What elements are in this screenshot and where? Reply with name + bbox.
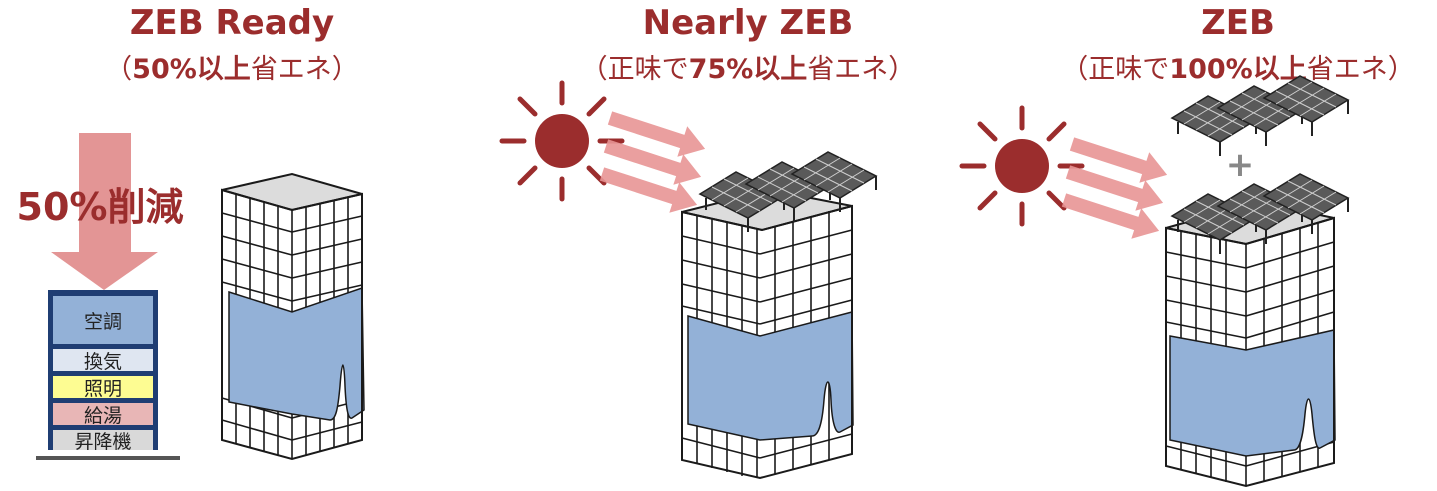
panel-subtitle: （正味で75%以上省エネ） [581,54,916,85]
stack-elevator: 昇降機 [74,431,131,453]
panel-nearly-zeb: Nearly ZEB （正味で75%以上省エネ） [502,3,916,480]
solar-panel-icon [1171,173,1349,255]
panel-zeb-ready: ZEB Ready （50%以上省エネ） 50%削減 空調 換気 照明 給湯 昇… [17,3,365,461]
panel-subtitle: （50%以上省エネ） [105,54,359,85]
panel-title: Nearly ZEB [643,3,854,43]
panel-zeb: ZEB （正味で100%以上省エネ） + [962,3,1415,488]
panel-title: ZEB [1201,3,1275,43]
plus-sign: + [1226,145,1255,185]
solar-panel-icon [1171,75,1349,157]
reduction-arrow-icon [51,133,158,290]
office-building-icon [681,188,854,480]
stack-hot-water: 給湯 [84,405,122,427]
sun-rays [597,102,711,221]
stack-lighting: 照明 [84,378,122,400]
stack-ventilation: 換気 [84,351,122,373]
panel-subtitle: （正味で100%以上省エネ） [1061,54,1414,85]
stack-aircon: 空調 [84,311,122,333]
sun-rays [1059,128,1173,247]
office-building-icon [221,172,365,461]
reduction-label: 50%削減 [17,185,184,229]
office-building-icon [1165,200,1336,488]
energy-stack: 空調 換気 照明 給湯 昇降機 [36,290,180,460]
panel-title: ZEB Ready [130,3,334,43]
